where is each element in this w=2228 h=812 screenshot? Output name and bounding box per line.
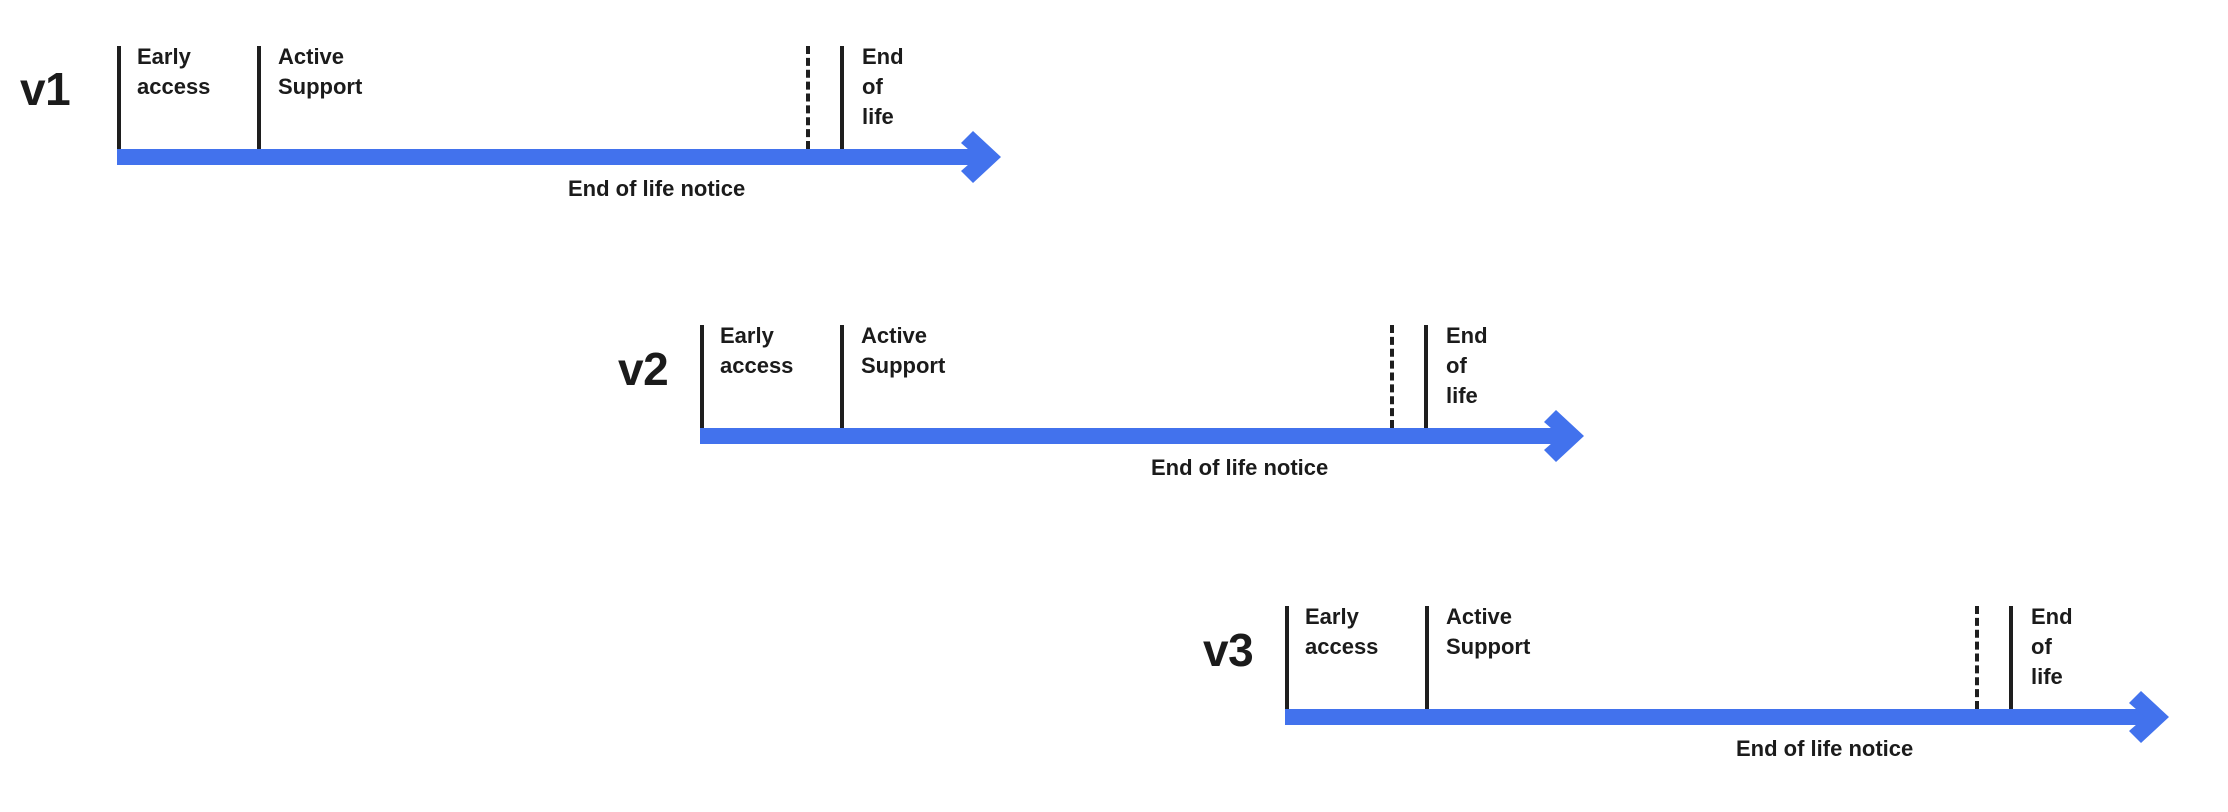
marker-end-of-life-notice-v2 <box>1390 325 1394 428</box>
marker-early-access-start-v2 <box>700 325 704 428</box>
notice-label-v2: End of life notice <box>1151 455 1329 480</box>
marker-early-access-start-v1 <box>117 46 121 149</box>
phase-label-end-of-life-v1: End of life <box>862 44 904 129</box>
phase-label-early-access-v1: Early access <box>137 44 211 99</box>
marker-early-access-start-v3 <box>1285 606 1289 709</box>
marker-end-of-life-start-v1 <box>840 46 844 149</box>
lifecycle-arrow-track-v1 <box>117 149 983 165</box>
phase-label-active-support-v3: Active Support <box>1446 604 1531 659</box>
lifecycle-arrow-track-v3 <box>1285 709 2151 725</box>
marker-end-of-life-notice-v3 <box>1975 606 1979 709</box>
version-label-v3: v3 <box>1203 624 1254 676</box>
notice-label-v3: End of life notice <box>1736 736 1914 761</box>
marker-end-of-life-start-v2 <box>1424 325 1428 428</box>
marker-active-support-start-v3 <box>1425 606 1429 709</box>
marker-active-support-start-v2 <box>840 325 844 428</box>
version-label-v1: v1 <box>20 63 71 115</box>
phase-label-end-of-life-v2: End of life <box>1446 323 1488 408</box>
marker-active-support-start-v1 <box>257 46 261 149</box>
marker-end-of-life-start-v3 <box>2009 606 2013 709</box>
phase-label-active-support-v2: Active Support <box>861 323 946 378</box>
phase-label-end-of-life-v3: End of life <box>2031 604 2073 689</box>
phase-label-early-access-v3: Early access <box>1305 604 1379 659</box>
marker-end-of-life-notice-v1 <box>806 46 810 149</box>
phase-label-early-access-v2: Early access <box>720 323 794 378</box>
notice-label-v1: End of life notice <box>568 176 746 201</box>
phase-label-active-support-v1: Active Support <box>278 44 363 99</box>
version-label-v2: v2 <box>618 343 669 395</box>
lifecycle-arrow-track-v2 <box>700 428 1566 444</box>
